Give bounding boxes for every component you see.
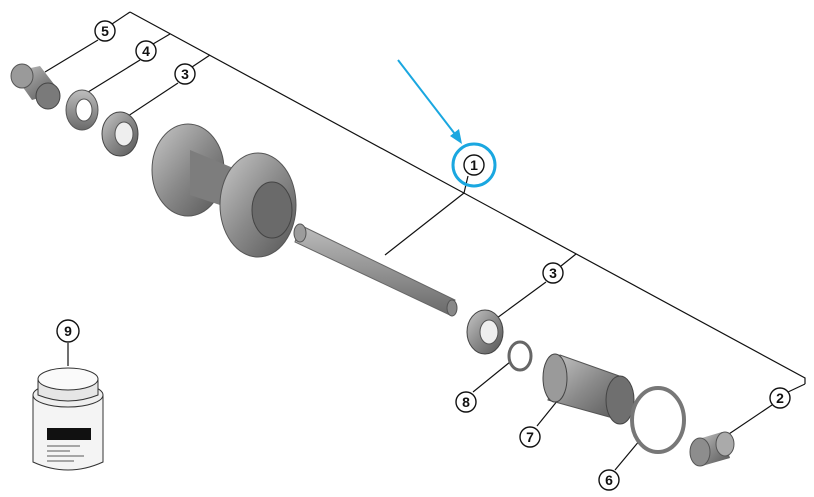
callout-9[interactable]: 9 [56,319,80,343]
callout-2[interactable]: 2 [769,387,791,409]
part-5-lock-nut [10,63,61,110]
part-1-hub-body [151,123,458,317]
callout-label: 5 [101,23,109,39]
callout-1[interactable]: 1 [463,154,485,176]
highlight-arrow [397,59,497,188]
callout-3-left[interactable]: 3 [174,63,196,85]
callout-label: 8 [462,394,470,410]
callout-label: 3 [181,66,189,82]
part-9-grease-jar [32,367,104,471]
callout-label: 3 [549,265,557,281]
callout-3-right[interactable]: 3 [542,262,564,284]
callout-7[interactable]: 7 [519,426,541,448]
part-7-freehub-body [542,353,635,425]
callout-label: 6 [605,472,613,488]
callout-6[interactable]: 6 [598,469,620,491]
callout-label: 2 [776,390,784,406]
part-8-ring [507,340,533,372]
callout-5[interactable]: 5 [94,20,116,42]
callout-4[interactable]: 4 [135,40,157,62]
leader-lines [44,11,806,471]
highlight-circle [451,142,497,188]
callout-label: 4 [142,43,150,59]
callout-label: 9 [64,323,72,339]
callout-label: 1 [470,157,478,173]
part-3-bearing-left [101,111,139,157]
callout-label: 7 [526,429,534,445]
part-4-seal [65,89,99,131]
part-3-bearing-right [466,309,504,355]
callout-8[interactable]: 8 [455,391,477,413]
part-6-spacer-ring [630,386,686,454]
part-2-end-cap [689,431,735,467]
